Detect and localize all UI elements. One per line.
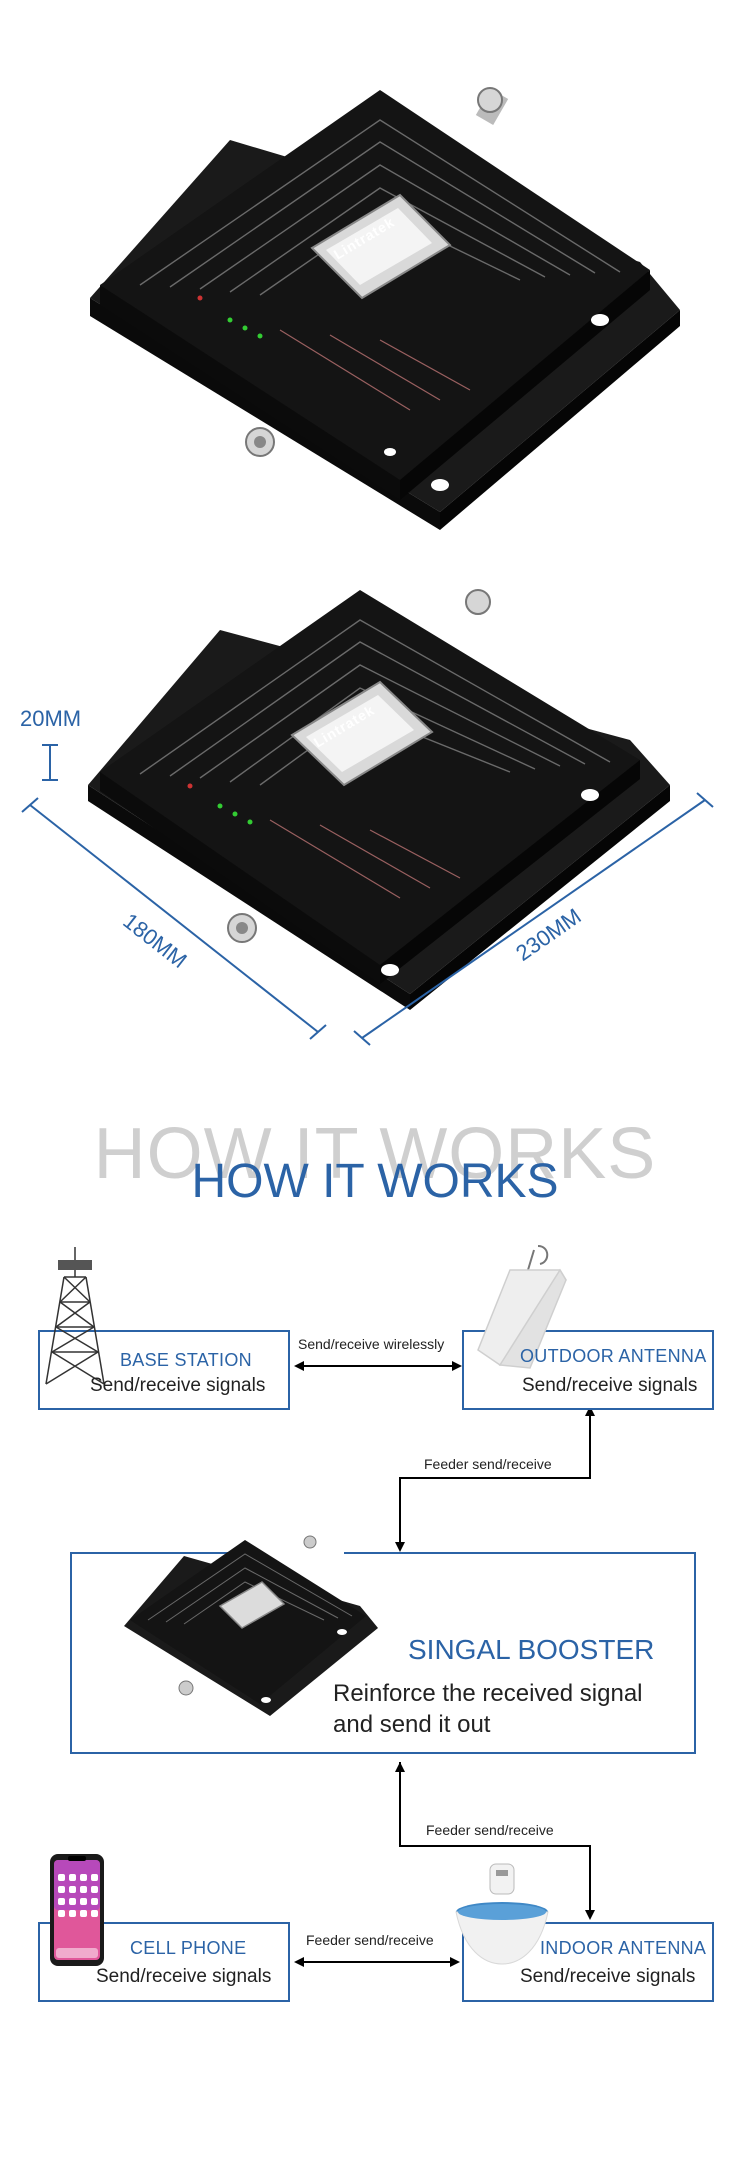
booster-description-line1: Reinforce the received signal	[333, 1680, 643, 1707]
outdoor-antenna-icon	[477, 1245, 567, 1369]
cell-phone-title: CELL PHONE	[130, 1938, 247, 1958]
product-photo-top: Lintratek	[80, 80, 700, 540]
base-station-title: BASE STATION	[120, 1350, 252, 1370]
link-label-feeder-mid: Feeder send/receive	[426, 1822, 554, 1838]
booster-description-line2: and send it out	[333, 1711, 491, 1738]
section-watermark: HOW IT WORKS	[93, 1114, 657, 1194]
link-label-feeder-bottom: Feeder send/receive	[306, 1932, 434, 1948]
indoor-antenna-title: INDOOR ANTENNA	[540, 1938, 707, 1958]
outdoor-antenna-subtitle: Send/receive signals	[522, 1375, 698, 1396]
booster-device-icon	[124, 1535, 378, 1716]
indoor-antenna-subtitle: Send/receive signals	[520, 1966, 696, 1987]
booster-title: SINGAL BOOSTER	[408, 1634, 655, 1665]
outdoor-antenna-title: OUTDOOR ANTENNA	[520, 1346, 707, 1366]
dimension-height-label: 20MM	[20, 706, 82, 731]
product-photo-dimensions: Lintratek	[80, 580, 700, 1020]
cell-phone-subtitle: Send/receive signals	[96, 1966, 272, 1987]
link-label-wireless: Send/receive wirelessly	[298, 1336, 445, 1352]
smartphone-icon	[50, 1854, 104, 1966]
dimension-lines	[21, 744, 714, 1046]
indoor-antenna-icon	[455, 1863, 549, 1965]
link-label-feeder-top: Feeder send/receive	[424, 1456, 552, 1472]
section-heading: HOW IT WORKS	[191, 1155, 559, 1208]
base-station-subtitle: Send/receive signals	[90, 1375, 266, 1396]
cell-tower-icon	[45, 1247, 105, 1385]
